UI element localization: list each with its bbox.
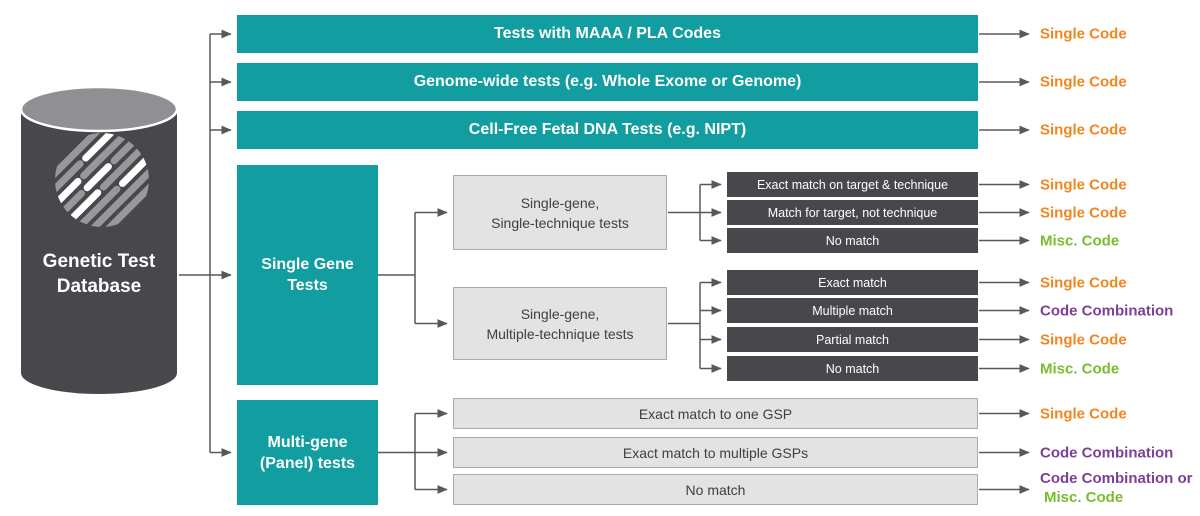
- match-row-exact-target-technique: Exact match on target & technique: [727, 172, 978, 197]
- panel-row-no-match: No match: [453, 474, 978, 505]
- match-row-multiple-match: Multiple match: [727, 298, 978, 323]
- multi-gene-label-line2: (Panel) tests: [259, 454, 356, 472]
- match-row-target-not-technique: Match for target, not technique: [727, 200, 978, 225]
- multiple-technique-box: Single-gene, Multiple-technique tests: [453, 287, 667, 360]
- single-gene-tests-label-line1: Single Gene: [261, 256, 354, 273]
- single-technique-label-line1: Single-gene,: [520, 194, 600, 211]
- panel-row-exact-multiple-gsps: Exact match to multiple GSPs: [453, 437, 978, 468]
- result-label-combined: Code Combination or Misc. Code: [1040, 469, 1193, 507]
- result-label: Misc. Code: [1040, 360, 1120, 377]
- database-label-line1: Genetic Test: [42, 251, 156, 272]
- branch-bar-genome-wide: Genome-wide tests (e.g. Whole Exome or G…: [237, 63, 978, 101]
- result-label-line2: Misc. Code: [1044, 489, 1124, 506]
- branch-bar-label: Tests with MAAA / PLA Codes: [494, 25, 721, 42]
- match-row-label: No match: [825, 361, 880, 376]
- match-row-exact-match: Exact match: [727, 270, 978, 295]
- match-row-partial-match: Partial match: [727, 327, 978, 352]
- result-label: Single Code: [1040, 73, 1127, 91]
- branch-bar-cell-free-dna: Cell-Free Fetal DNA Tests (e.g. NIPT): [237, 111, 978, 149]
- result-label: Single Code: [1040, 121, 1127, 139]
- database-cylinder: [20, 85, 178, 394]
- match-row-label: Match for target, not technique: [767, 205, 938, 220]
- result-label: Code Combination: [1040, 444, 1174, 461]
- multiple-technique-label-line2: Multiple-technique tests: [486, 325, 634, 342]
- single-gene-tests-box: Single Gene Tests: [237, 165, 378, 385]
- result-label: Single Code: [1040, 176, 1127, 193]
- result-label-line1: Code Combination or: [1040, 470, 1193, 487]
- panel-row-label: Exact match to one GSP: [638, 405, 793, 422]
- result-label: Single Code: [1040, 25, 1127, 43]
- branch-bar-label: Cell-Free Fetal DNA Tests (e.g. NIPT): [468, 121, 747, 138]
- match-row-label: Exact match: [818, 275, 887, 290]
- branch-bar-label: Genome-wide tests (e.g. Whole Exome or G…: [413, 73, 802, 90]
- match-row-label: No match: [825, 233, 880, 248]
- result-label: Single Code: [1040, 331, 1127, 348]
- multi-gene-label-line1: Multi-gene: [267, 433, 348, 451]
- multiple-technique-label-line1: Single-gene,: [520, 305, 600, 322]
- panel-row-label: Exact match to multiple GSPs: [622, 444, 809, 461]
- match-row-label: Partial match: [816, 332, 889, 347]
- result-label: Code Combination: [1040, 302, 1174, 319]
- single-gene-tests-label-line2: Tests: [287, 277, 328, 294]
- single-technique-label-line2: Single-technique tests: [491, 214, 629, 231]
- match-row-no-match-multiple-technique: No match: [727, 356, 978, 381]
- match-row-label: Exact match on target & technique: [756, 177, 949, 192]
- result-label: Single Code: [1040, 274, 1127, 291]
- panel-row-exact-one-gsp: Exact match to one GSP: [453, 398, 978, 429]
- branch-bar-maaa-pla: Tests with MAAA / PLA Codes: [237, 15, 978, 53]
- result-label: Single Code: [1040, 204, 1127, 221]
- result-label: Single Code: [1040, 405, 1127, 422]
- multi-gene-panel-box: Multi-gene (Panel) tests: [237, 400, 378, 505]
- database-label-line2: Database: [56, 276, 142, 297]
- panel-row-label: No match: [685, 481, 746, 498]
- result-label: Misc. Code: [1040, 232, 1120, 249]
- match-row-label: Multiple match: [812, 303, 893, 318]
- match-row-no-match-single-technique: No match: [727, 228, 978, 253]
- single-technique-box: Single-gene, Single-technique tests: [453, 175, 667, 250]
- database-label: Genetic Test Database: [20, 249, 178, 299]
